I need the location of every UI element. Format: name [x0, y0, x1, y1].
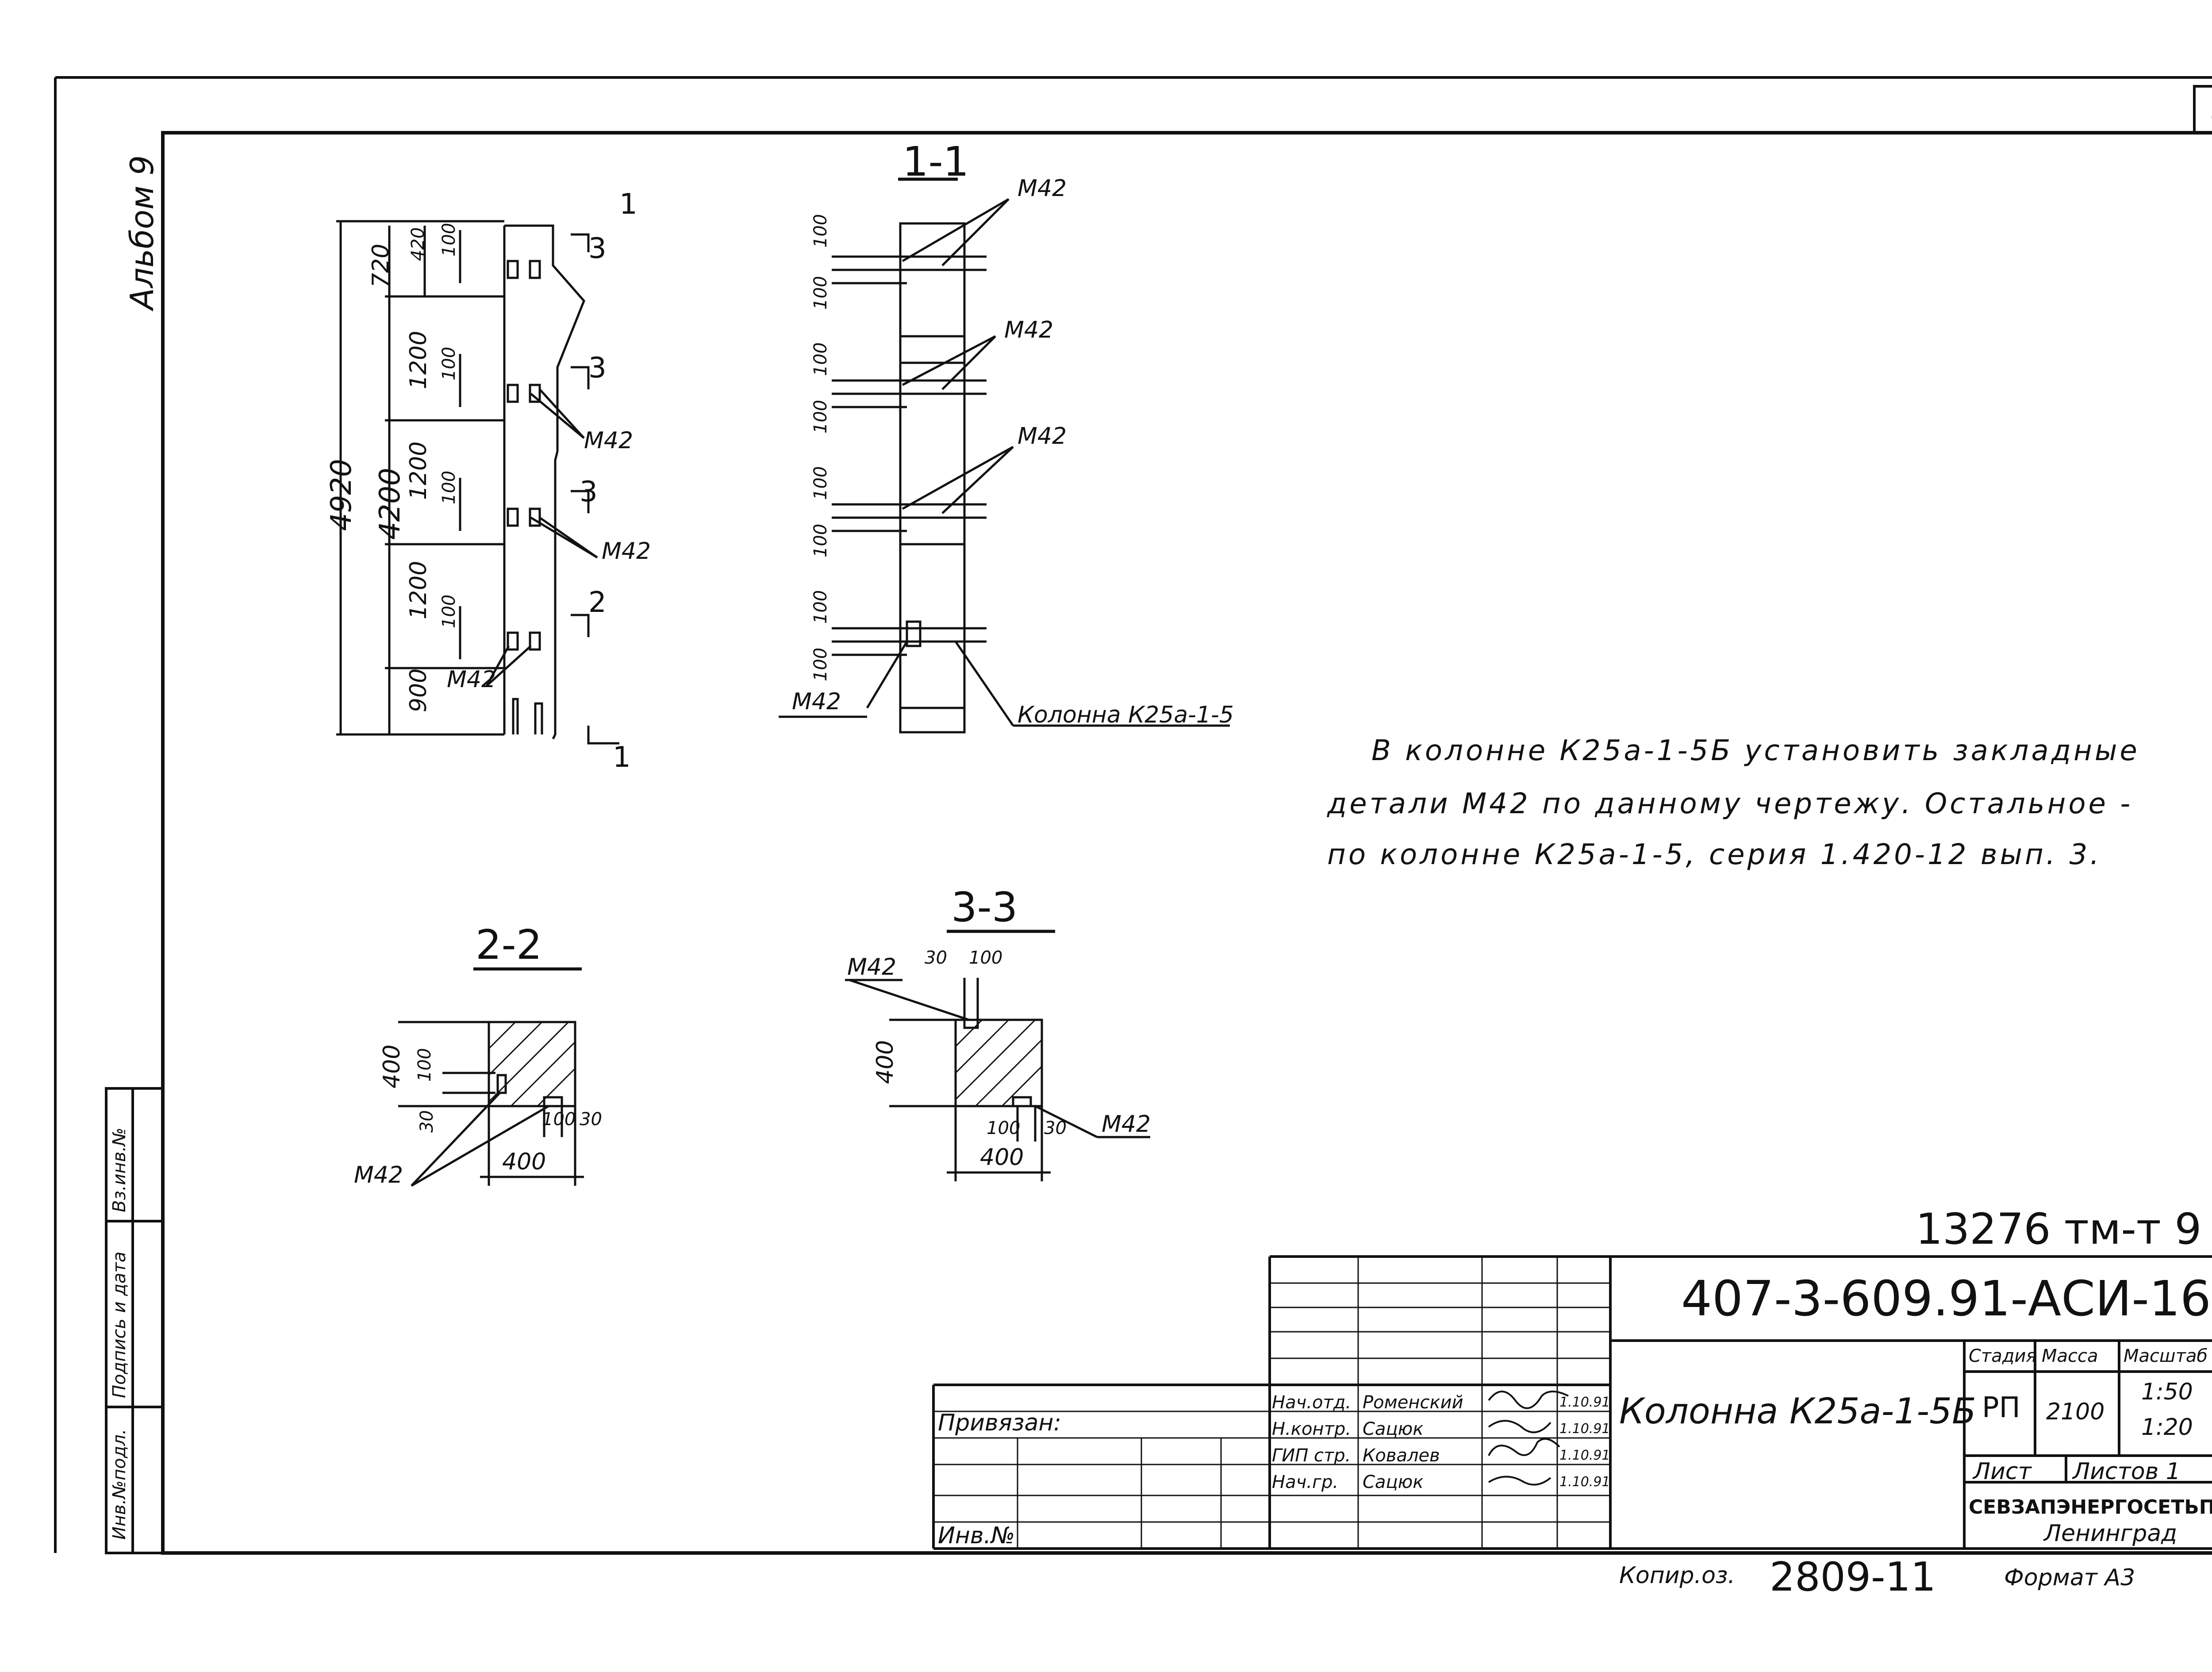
sheet-number: 21: [2210, 95, 2212, 123]
mass-value: 2100: [2046, 1399, 2105, 1425]
elevation-dim-420: 420: [408, 227, 428, 261]
scale-header: Масштаб: [2124, 1346, 2208, 1366]
s22-dim-400-h: 400: [502, 1149, 546, 1175]
footer-format: Формат А3: [2004, 1564, 2135, 1591]
section-title-3-3: 3-3: [951, 884, 1018, 931]
s11-dim-100-3: 100: [810, 342, 831, 376]
name-4: Сацюк: [1363, 1472, 1424, 1492]
m42-label-s11-3: М42: [1018, 423, 1067, 450]
role-1: Нач.отд.: [1272, 1392, 1352, 1413]
organization-city: Ленинград: [2044, 1520, 2177, 1547]
m42-label-s11-2: М42: [1004, 317, 1054, 343]
s11-dim-100-4: 100: [810, 400, 831, 434]
s11-dim-100-8: 100: [810, 647, 831, 681]
elevation-dim-1200a: 1200: [405, 331, 432, 389]
document-code: 407-3-609.91-АСИ-16: [1681, 1270, 2211, 1327]
cut-mark-1-top: 1: [619, 188, 637, 221]
elevation-dim-total: 4920: [325, 459, 358, 531]
s22-dim-400-v: 400: [379, 1044, 405, 1088]
title-block-grid: [932, 1255, 2212, 1550]
footer-copy-number: 2809-11: [1770, 1554, 1936, 1600]
s33-dim-100-top: 100: [969, 948, 1003, 968]
role-2: Н.контр.: [1272, 1419, 1351, 1439]
s33-dim-100-bottom: 100: [987, 1118, 1021, 1138]
column-ref-label: Колонна К25а-1-5: [1018, 702, 1234, 728]
s22-dim-30-v: 30: [417, 1110, 437, 1133]
sheets-label: Листов 1: [2073, 1458, 2181, 1485]
elevation-dim-4200: 4200: [374, 468, 407, 540]
stage-value: РП: [1982, 1391, 2020, 1424]
elevation-dim-1200c: 1200: [405, 561, 432, 619]
s22-dim-100-v: 100: [415, 1048, 435, 1082]
side-stamp-podpis: Подпись и дата: [109, 1251, 130, 1398]
mass-header: Масса: [2042, 1346, 2098, 1366]
date-2: 1.10.91: [1559, 1421, 1610, 1437]
date-4: 1.10.91: [1559, 1474, 1610, 1490]
s22-dim-100-h: 100: [542, 1109, 576, 1130]
elevation-dim-1200b: 1200: [405, 441, 432, 500]
s33-dim-30-top: 30: [925, 948, 947, 968]
section-3-3-view: [845, 978, 1150, 1181]
m42-label-s22: М42: [354, 1162, 403, 1188]
cut-mark-1-bottom: 1: [613, 741, 631, 774]
album-label: Альбом 9: [123, 155, 161, 310]
scale-value-1: 1:50: [2141, 1379, 2193, 1405]
cut-mark-3-b: 3: [588, 352, 607, 384]
elevation-dim-100-2: 100: [439, 346, 459, 381]
s11-dim-100-5: 100: [810, 466, 831, 500]
role-4: Нач.гр.: [1272, 1472, 1339, 1492]
date-1: 1.10.91: [1559, 1395, 1610, 1410]
role-3: ГИП стр.: [1272, 1445, 1351, 1466]
note-line-3: по колонне К25а-1-5, серия 1.420-12 вып.…: [1327, 838, 2102, 871]
stage-header: Стадия: [1969, 1346, 2037, 1366]
side-stamp-vz-inv: Вз.инв.№: [109, 1127, 130, 1212]
name-2: Сацюк: [1363, 1419, 1424, 1439]
elevation-dim-100-4: 100: [439, 594, 459, 628]
s11-dim-100-2: 100: [810, 276, 831, 310]
section-title-1-1: 1-1: [902, 138, 969, 185]
note-line-2: детали М42 по данному чертежу. Остальное…: [1327, 788, 2133, 820]
m42-label-s11-1: М42: [1018, 175, 1067, 202]
s33-dim-400-v: 400: [872, 1040, 899, 1084]
organization-name: СЕВЗАПЭНЕРГОСЕТЬПРОЕКТ: [1969, 1496, 2212, 1518]
section-1-1-view: [779, 198, 1230, 734]
cut-mark-3-c: 3: [580, 476, 598, 508]
privyazan-label: Привязан:: [938, 1410, 1061, 1436]
name-3: Ковалев: [1363, 1445, 1440, 1466]
elevation-dim-100-3: 100: [439, 470, 459, 504]
cut-mark-2: 2: [588, 586, 607, 619]
s11-dim-100-7: 100: [810, 590, 831, 624]
s33-dim-30-bottom: 30: [1044, 1118, 1067, 1138]
elevation-dim-900: 900: [405, 668, 432, 712]
m42-label-s33-top: М42: [847, 954, 897, 980]
date-3: 1.10.91: [1559, 1448, 1610, 1463]
cut-mark-3-a: 3: [588, 232, 607, 265]
elevation-view: [336, 220, 619, 745]
s11-dim-100-6: 100: [810, 523, 831, 557]
archive-number: 13276 тм-т 9: [1916, 1204, 2202, 1254]
m42-label-elev-2: М42: [602, 538, 651, 565]
inventory-label: Инв.№: [938, 1522, 1015, 1549]
side-stamp-inv-podl: Инв.№подл.: [109, 1429, 130, 1540]
s33-dim-400-h: 400: [980, 1144, 1024, 1171]
m42-label-s33-bottom: М42: [1102, 1111, 1151, 1138]
s22-dim-30-h: 30: [580, 1109, 602, 1130]
name-1: Роменский: [1363, 1392, 1463, 1413]
section-2-2-view: [398, 1021, 584, 1187]
s11-dim-100-1: 100: [810, 214, 831, 248]
footer-copied: Копир.оз.: [1619, 1562, 1736, 1589]
scale-value-2: 1:20: [2141, 1414, 2193, 1441]
note-line-1: В колонне К25а-1-5Б установить закладные: [1371, 734, 2140, 767]
elevation-dim-100-1: 100: [439, 223, 459, 257]
m42-label-s11-4: М42: [792, 688, 841, 715]
section-title-2-2: 2-2: [476, 921, 542, 969]
elevation-dim-720: 720: [368, 243, 394, 288]
m42-label-elev-1: М42: [584, 427, 634, 454]
drawing-title: Колонна К25а-1-5Б: [1619, 1391, 1976, 1432]
m42-label-elev-3: М42: [447, 666, 496, 693]
sheet-label: Лист: [1973, 1458, 2032, 1485]
